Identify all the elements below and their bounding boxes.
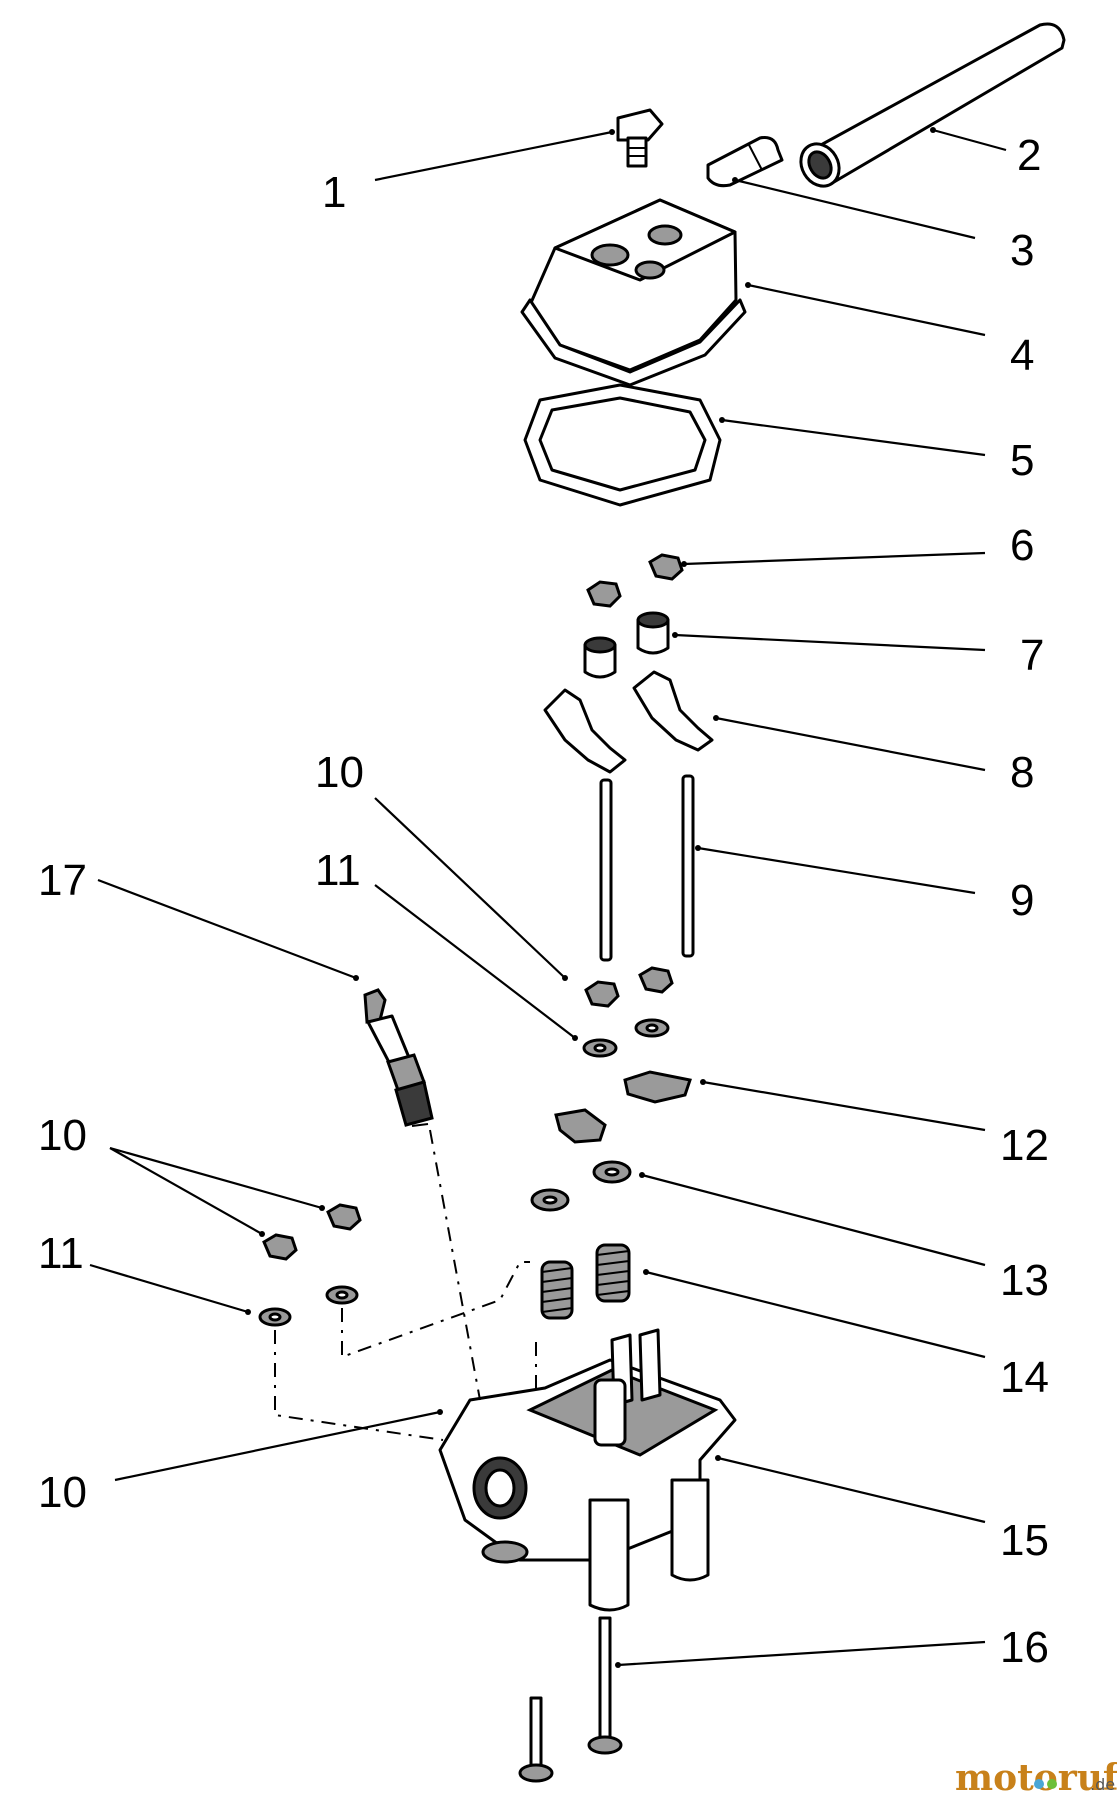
callout-10c: 10 — [38, 1468, 87, 1517]
callout-13: 13 — [1000, 1256, 1049, 1305]
callout-6: 6 — [1010, 521, 1034, 570]
callout-17: 17 — [38, 856, 87, 905]
callout-12: 12 — [1000, 1121, 1049, 1170]
assembly-dashed-lines — [274, 1129, 537, 1441]
callout-11b: 11 — [38, 1229, 84, 1278]
spark-plug-part — [363, 988, 434, 1127]
callout-10a: 10 — [315, 748, 364, 797]
watermark-logo: motoruf .de — [955, 1757, 1117, 1799]
nut-washer-group — [258, 1203, 362, 1327]
nut-part — [586, 553, 684, 608]
callout-15: 15 — [1000, 1516, 1049, 1565]
callout-16: 16 — [1000, 1623, 1049, 1672]
callout-7: 7 — [1020, 631, 1044, 680]
svg-text:motoruf: motoruf — [955, 1757, 1117, 1799]
callout-14: 14 — [1000, 1353, 1049, 1402]
callout-1: 1 — [322, 168, 346, 217]
callout-2: 2 — [1017, 131, 1041, 180]
nut-part — [584, 966, 674, 1008]
callout-11a: 11 — [315, 846, 361, 895]
callout-4: 4 — [1010, 331, 1034, 380]
valve-spring-part — [540, 1243, 631, 1320]
spring-retainer-part — [530, 1160, 632, 1212]
breather-fitting-part — [706, 136, 784, 188]
pivot-cylinder-part — [583, 611, 670, 679]
rocker-arm-part — [543, 670, 714, 774]
washer-part — [582, 1018, 670, 1058]
callout-5: 5 — [1010, 436, 1034, 485]
callout-labels: 1 2 3 4 5 6 7 8 9 10 10 10 11 11 12 13 1… — [38, 131, 1049, 1672]
callout-8: 8 — [1010, 748, 1034, 797]
svg-text:.de: .de — [1090, 1775, 1115, 1794]
cylinder-head-part — [438, 1328, 737, 1612]
bolt-part — [616, 108, 664, 168]
callout-3: 3 — [1010, 226, 1034, 275]
tube-part — [799, 22, 1066, 188]
push-rod-part — [599, 774, 695, 962]
valve-part — [518, 1616, 623, 1783]
gasket-part — [523, 383, 722, 507]
guide-plate-part — [554, 1070, 692, 1144]
callout-9: 9 — [1010, 876, 1034, 925]
leader-lines — [89, 127, 1007, 1668]
valve-cover-part — [520, 198, 747, 387]
callout-10b: 10 — [38, 1111, 87, 1160]
